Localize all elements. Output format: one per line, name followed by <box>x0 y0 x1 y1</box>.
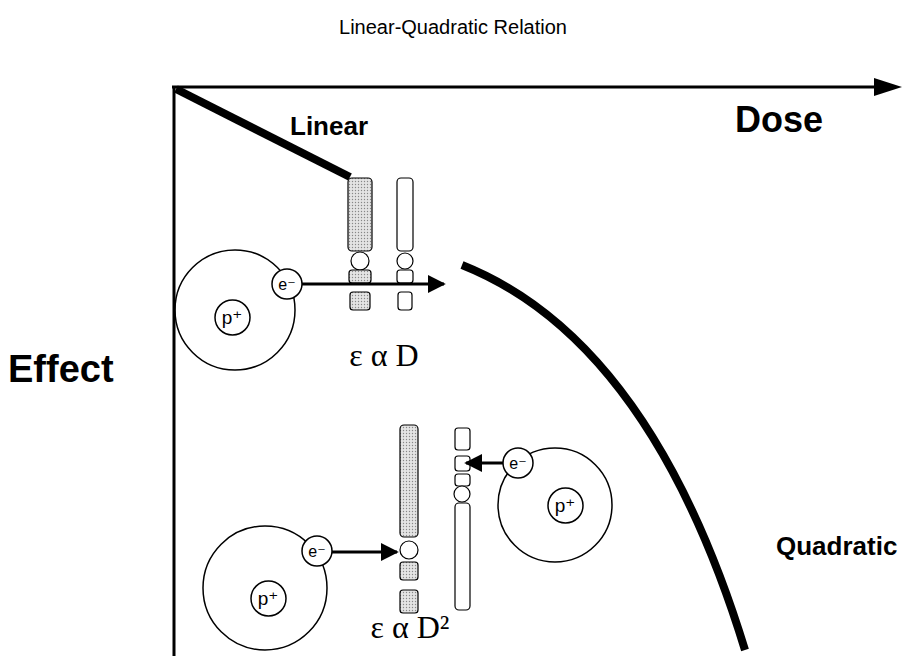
chromosome-pair <box>400 425 470 613</box>
atom-orbit <box>175 250 295 370</box>
proton-circle: p⁺ <box>250 580 287 617</box>
particle-symbol: e⁻ <box>509 454 526 473</box>
electron-circle: e⁻ <box>301 535 333 567</box>
dose-axis <box>172 86 880 89</box>
formula-label: ε α D² <box>371 610 450 645</box>
particle-symbol: p⁺ <box>222 306 243 329</box>
axis-arrowhead <box>874 78 902 96</box>
formula-label: ε α D <box>349 338 418 373</box>
curve-label: Linear <box>290 112 368 141</box>
electron-arrow <box>302 283 444 286</box>
proton-circle: p⁺ <box>214 299 251 336</box>
electron-circle: e⁻ <box>502 447 534 479</box>
particle-symbol: e⁻ <box>308 542 325 561</box>
electron-circle: e⁻ <box>271 268 303 300</box>
atom-orbit <box>203 526 327 650</box>
proton-circle: p⁺ <box>547 487 584 524</box>
atom-orbit <box>498 448 612 562</box>
particle-symbol: p⁺ <box>258 587 279 610</box>
axis-label: Dose <box>735 100 823 140</box>
diagram-title: Linear-Quadratic Relation <box>339 16 567 38</box>
quadratic-curve <box>462 265 745 650</box>
particle-symbol: e⁻ <box>278 275 295 294</box>
curve-label: Quadratic <box>776 532 897 561</box>
axis-label: Effect <box>8 349 114 391</box>
electron-arrow <box>332 551 397 554</box>
effect-axis <box>173 86 176 656</box>
chromosome-pair <box>348 178 413 310</box>
electron-arrow <box>466 462 503 465</box>
particle-symbol: p⁺ <box>555 494 576 517</box>
